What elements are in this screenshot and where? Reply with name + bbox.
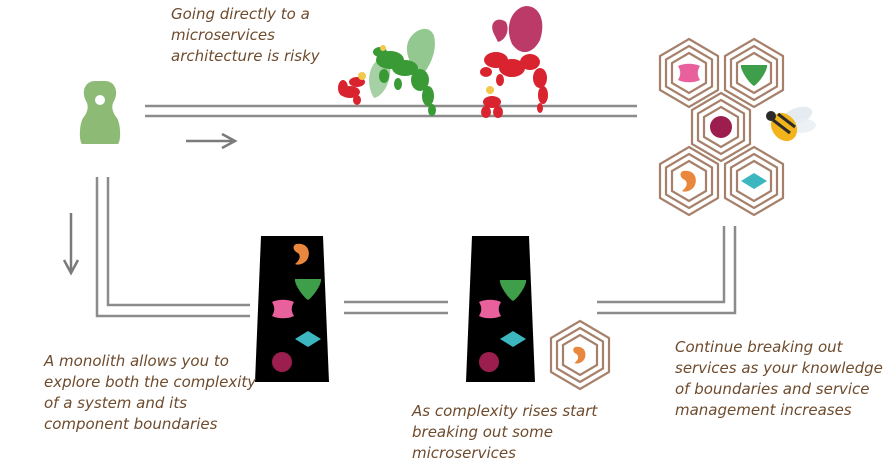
pink-service-shape bbox=[272, 299, 294, 319]
middle-track bbox=[344, 300, 448, 315]
hexagon-cell-icon bbox=[658, 37, 720, 109]
hexagon-cell-icon bbox=[723, 37, 785, 109]
dragon-icon bbox=[338, 6, 548, 118]
left-track bbox=[95, 177, 250, 318]
bee-icon bbox=[766, 106, 816, 142]
top-track bbox=[145, 104, 637, 118]
caption-direct-microservices-risky: Going directly to a microservices archit… bbox=[171, 5, 320, 65]
down-arrow-icon bbox=[62, 213, 80, 276]
right-track bbox=[597, 226, 737, 315]
maroon-service-shape bbox=[479, 352, 499, 372]
monolith-block bbox=[255, 236, 329, 382]
maroon-service-shape bbox=[272, 352, 292, 372]
pawn-icon bbox=[79, 81, 121, 144]
service-hexagon-cluster bbox=[658, 37, 785, 217]
caption-break-out-some: As complexity rises start breaking out s… bbox=[412, 402, 598, 462]
hexagon-cell-icon bbox=[549, 319, 611, 391]
caption-monolith-explore: A monolith allows you to explore both th… bbox=[44, 352, 257, 433]
pink-service-shape bbox=[479, 299, 501, 319]
right-arrow-icon bbox=[186, 132, 238, 150]
hexagon-cell-icon bbox=[690, 91, 752, 163]
reduced-monolith-block bbox=[466, 236, 535, 382]
hexagon-cell-icon bbox=[658, 145, 720, 217]
caption-continue-breaking-out: Continue breaking out services as your k… bbox=[675, 338, 883, 419]
hexagon-cell-icon bbox=[723, 145, 785, 217]
